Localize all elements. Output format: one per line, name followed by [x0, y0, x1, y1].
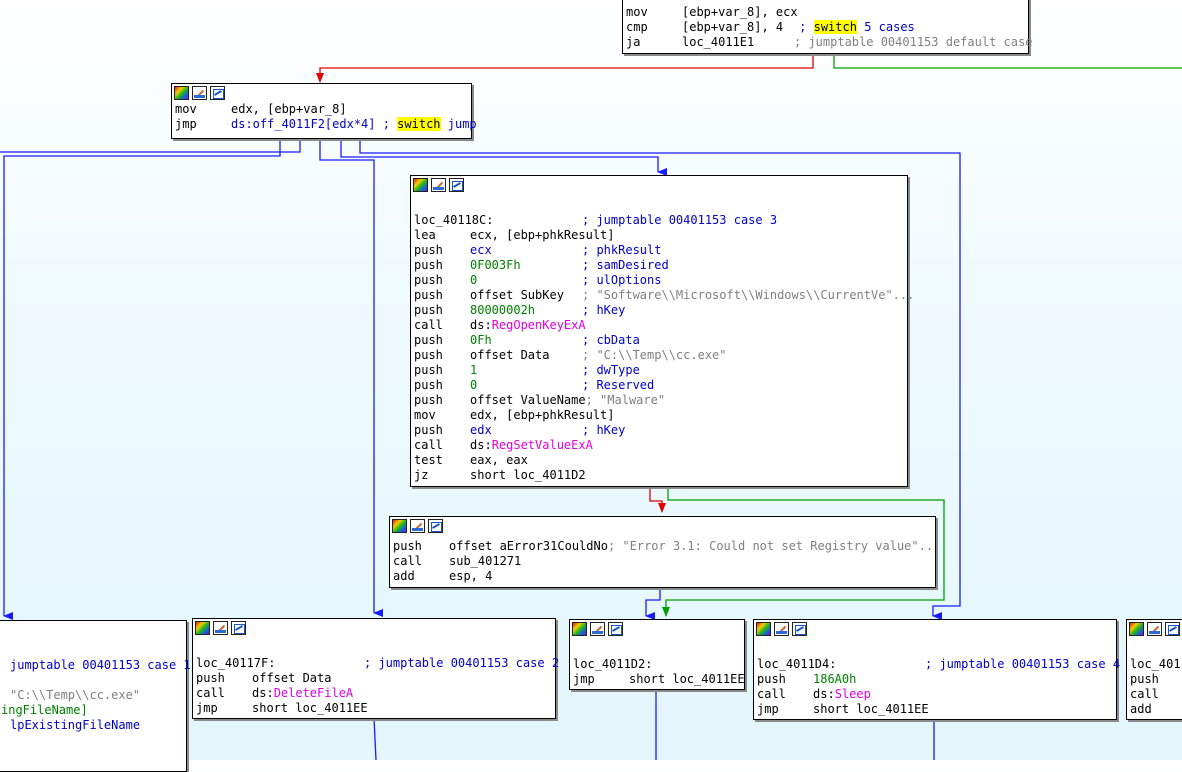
xref-graph-icon[interactable] — [210, 86, 225, 100]
api-DeleteFileA[interactable]: DeleteFileA — [273, 686, 354, 700]
asm-line: "C:\\Temp\\cc.exe" — [10, 688, 141, 702]
asm-line: mov[ebp+var_8], ecx — [626, 5, 798, 19]
edge-case2-real — [319, 138, 383, 617]
block-label[interactable]: loc_40117F:; jumptable 00401153 case 2 — [196, 656, 560, 670]
block-loc-4011-right[interactable]: loc_4011 push call add — [1126, 619, 1182, 720]
xref-graph-icon[interactable] — [449, 178, 464, 192]
edge-false — [316, 52, 814, 83]
asm-line: call — [1130, 687, 1159, 701]
edge-default — [833, 52, 1182, 69]
graph-color-icon[interactable] — [1129, 622, 1144, 636]
block-loc-40117f[interactable]: loc_40117F:; jumptable 00401153 case 2 p… — [192, 618, 560, 719]
block-label[interactable]: loc_4011D4:; jumptable 00401153 case 4 — [757, 657, 1121, 671]
api-RegOpenKeyExA[interactable]: RegOpenKeyExA — [491, 318, 586, 332]
rename-icon[interactable] — [431, 178, 446, 192]
edge-case4 — [359, 138, 961, 620]
edge-jz-true — [662, 486, 945, 617]
api-Sleep[interactable]: Sleep — [834, 687, 871, 701]
block-label[interactable]: loc_40118C:; jumptable 00401153 case 3 — [414, 213, 778, 227]
block-switch-compare[interactable]: mov[ebp+var_8], ecx cmp[ebp+var_8], 4; s… — [622, 0, 1033, 54]
xref-graph-icon[interactable] — [608, 622, 623, 636]
rename-icon[interactable] — [213, 621, 228, 635]
rename-icon[interactable] — [1147, 622, 1162, 636]
block-case-1[interactable]: jumptable 00401153 case 1 "C:\\Temp\\cc.… — [0, 620, 191, 772]
xref-graph-icon[interactable] — [231, 621, 246, 635]
xref-graph-icon[interactable] — [792, 622, 807, 636]
asm-line: ingFileName] — [1, 703, 88, 717]
graph-color-icon[interactable] — [195, 621, 210, 635]
rename-icon[interactable] — [590, 622, 605, 636]
asm-line: add — [1130, 702, 1152, 716]
graph-color-icon[interactable] — [174, 86, 189, 100]
graph-color-icon[interactable] — [572, 622, 587, 636]
rename-icon[interactable] — [774, 622, 789, 636]
xref-graph-icon[interactable] — [428, 519, 443, 533]
edge-out-case2 — [373, 717, 377, 760]
edge-case3 — [340, 138, 667, 176]
switch-highlight: switch — [813, 20, 857, 34]
rename-icon[interactable] — [410, 519, 425, 533]
asm-line — [10, 673, 186, 688]
graph-color-icon[interactable] — [392, 519, 407, 533]
asm-line: cmp[ebp+var_8], 4; switch 5 cases — [626, 20, 915, 34]
edge-left — [0, 138, 301, 153]
asm-line: lpExistingFileName — [10, 718, 141, 732]
block-label[interactable]: loc_4011D2: — [573, 657, 653, 671]
asm-line: jumptable 00401153 case 1 — [10, 658, 191, 672]
block-loc-40118c[interactable]: loc_40118C:; jumptable 00401153 case 3 l… — [410, 175, 915, 487]
edge-error-flow — [645, 587, 661, 620]
asm-line: push — [1130, 672, 1159, 686]
edge-case1 — [3, 138, 281, 620]
graph-color-icon[interactable] — [756, 622, 771, 636]
xref-graph-icon[interactable] — [1165, 622, 1180, 636]
edge-jz-false — [649, 486, 666, 513]
block-loc-4011d4[interactable]: loc_4011D4:; jumptable 00401153 case 4 p… — [753, 619, 1121, 720]
api-RegSetValueExA[interactable]: RegSetValueExA — [491, 438, 593, 452]
graph-color-icon[interactable] — [413, 178, 428, 192]
switch-highlight: switch — [397, 117, 441, 131]
rename-icon[interactable] — [192, 86, 207, 100]
block-label[interactable]: loc_4011 — [1130, 657, 1182, 671]
